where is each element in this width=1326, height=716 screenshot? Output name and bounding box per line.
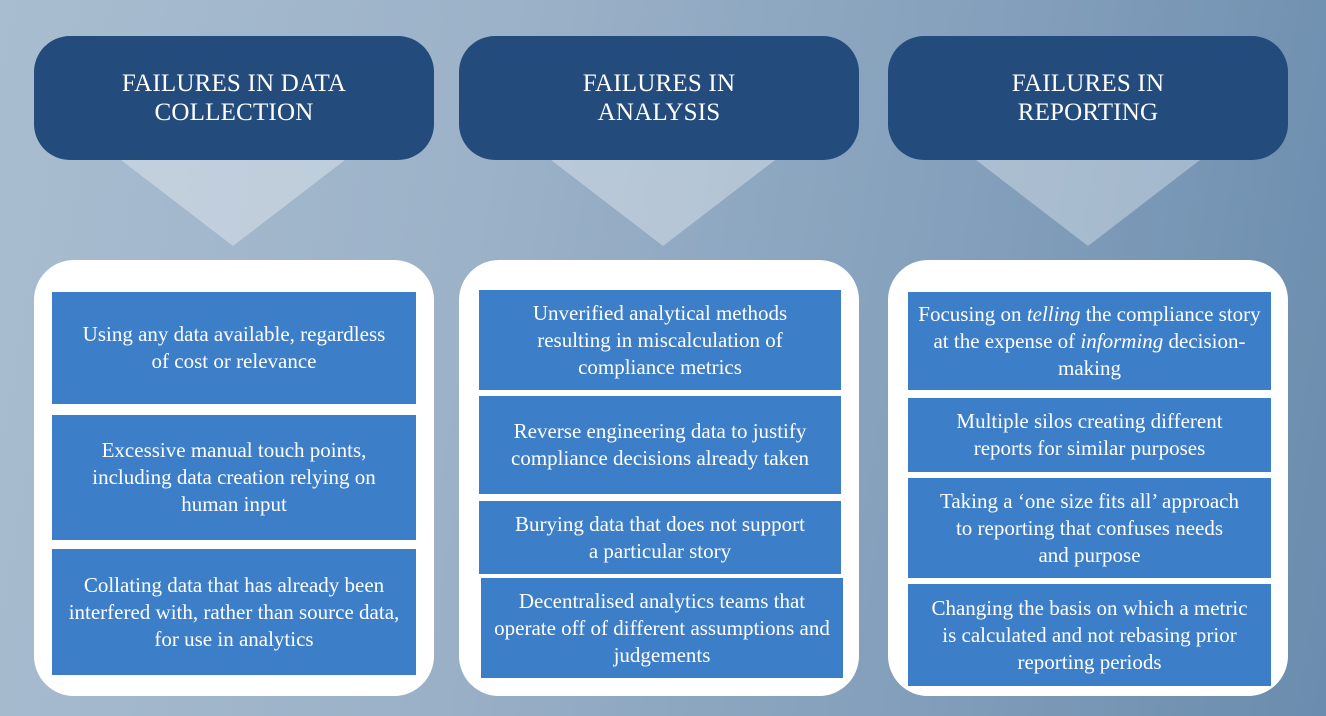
item-analysis-3: Burying data that does not support a par…: [479, 501, 841, 574]
arrow-reporting: [976, 160, 1200, 246]
item-reporting-3: Taking a ‘one size fits all’ approach to…: [908, 478, 1271, 578]
item-data-collection-2-text: Excessive manual touch points, including…: [92, 438, 376, 516]
item-analysis-4-text: Decentralised analytics teams that opera…: [494, 588, 830, 667]
item-analysis-3-text: Burying data that does not support a par…: [515, 511, 805, 563]
item-data-collection-1-text: Using any data available, regardless of …: [82, 322, 386, 373]
item-data-collection-3-text: Collating data that has already been int…: [68, 572, 400, 651]
item-reporting-3-text: Taking a ‘one size fits all’ approach to…: [939, 488, 1239, 567]
item-analysis-2-text: Reverse engineering data to justify comp…: [511, 419, 809, 470]
item-reporting-4-text: Changing the basis on which a metric is …: [931, 595, 1248, 674]
header-reporting-label: FAILURES IN REPORTING: [1011, 70, 1165, 126]
item-reporting-1-part2: the compliance story at the expense of: [933, 301, 1261, 353]
item-analysis-2: Reverse engineering data to justify comp…: [479, 396, 841, 494]
item-analysis-1-text: Unverified analytical methods resulting …: [532, 300, 788, 379]
header-reporting: FAILURES IN REPORTING: [888, 36, 1288, 160]
item-reporting-4: Changing the basis on which a metric is …: [908, 584, 1271, 686]
item-analysis-4: Decentralised analytics teams that opera…: [481, 578, 843, 678]
arrow-analysis: [551, 160, 775, 246]
header-analysis: FAILURES IN ANALYSIS: [459, 36, 859, 160]
item-reporting-1-part1: Focusing on: [918, 301, 1027, 326]
item-reporting-2-text: Multiple silos creating different report…: [956, 409, 1223, 460]
arrow-data-collection: [121, 160, 345, 246]
header-data-collection-label: FAILURES IN DATA COLLECTION: [121, 70, 347, 126]
item-analysis-1: Unverified analytical methods resulting …: [479, 290, 841, 390]
header-analysis-label: FAILURES IN ANALYSIS: [582, 70, 736, 126]
item-reporting-1: Focusing on telling the compliance story…: [908, 292, 1271, 390]
item-reporting-2: Multiple silos creating different report…: [908, 398, 1271, 472]
item-data-collection-2: Excessive manual touch points, including…: [52, 415, 416, 540]
item-reporting-1-part3: decision-making: [1058, 328, 1246, 380]
item-data-collection-1: Using any data available, regardless of …: [52, 292, 416, 404]
item-data-collection-3: Collating data that has already been int…: [52, 549, 416, 675]
item-reporting-1-emphasis-telling: telling: [1026, 301, 1081, 326]
item-reporting-1-emphasis-informing: informing: [1080, 328, 1164, 353]
header-data-collection: FAILURES IN DATA COLLECTION: [34, 36, 434, 160]
item-reporting-1-text: Focusing on telling the compliance story…: [916, 301, 1263, 382]
